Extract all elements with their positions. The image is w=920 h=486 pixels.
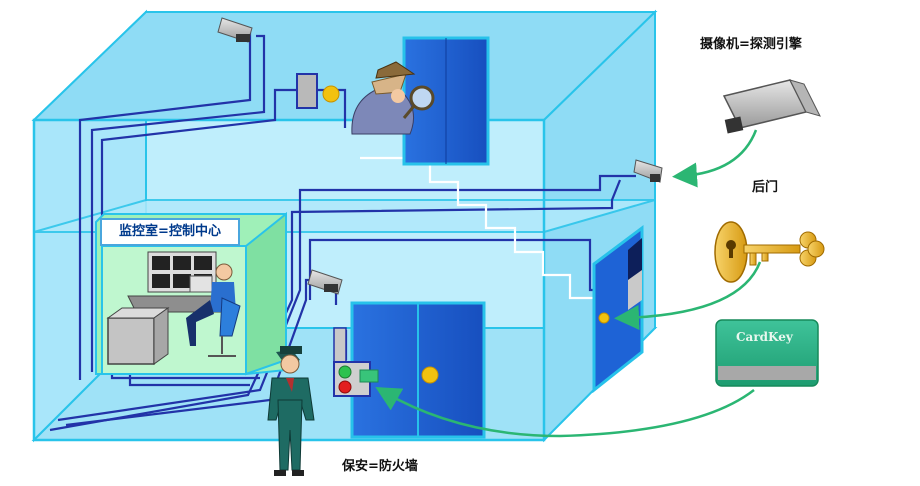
card-key-label: CardKey [736,330,793,344]
camera-arrow [682,130,756,176]
guard-label: 保安=防火墙 [342,455,418,474]
server-box [108,318,154,364]
key-icon [715,222,824,282]
big-camera-icon [724,80,820,134]
back-door-label: 后门 [752,176,778,195]
camera-label: 摄像机=探测引擎 [700,33,802,52]
control-room-label: 监控室=控制中心 [100,218,240,246]
